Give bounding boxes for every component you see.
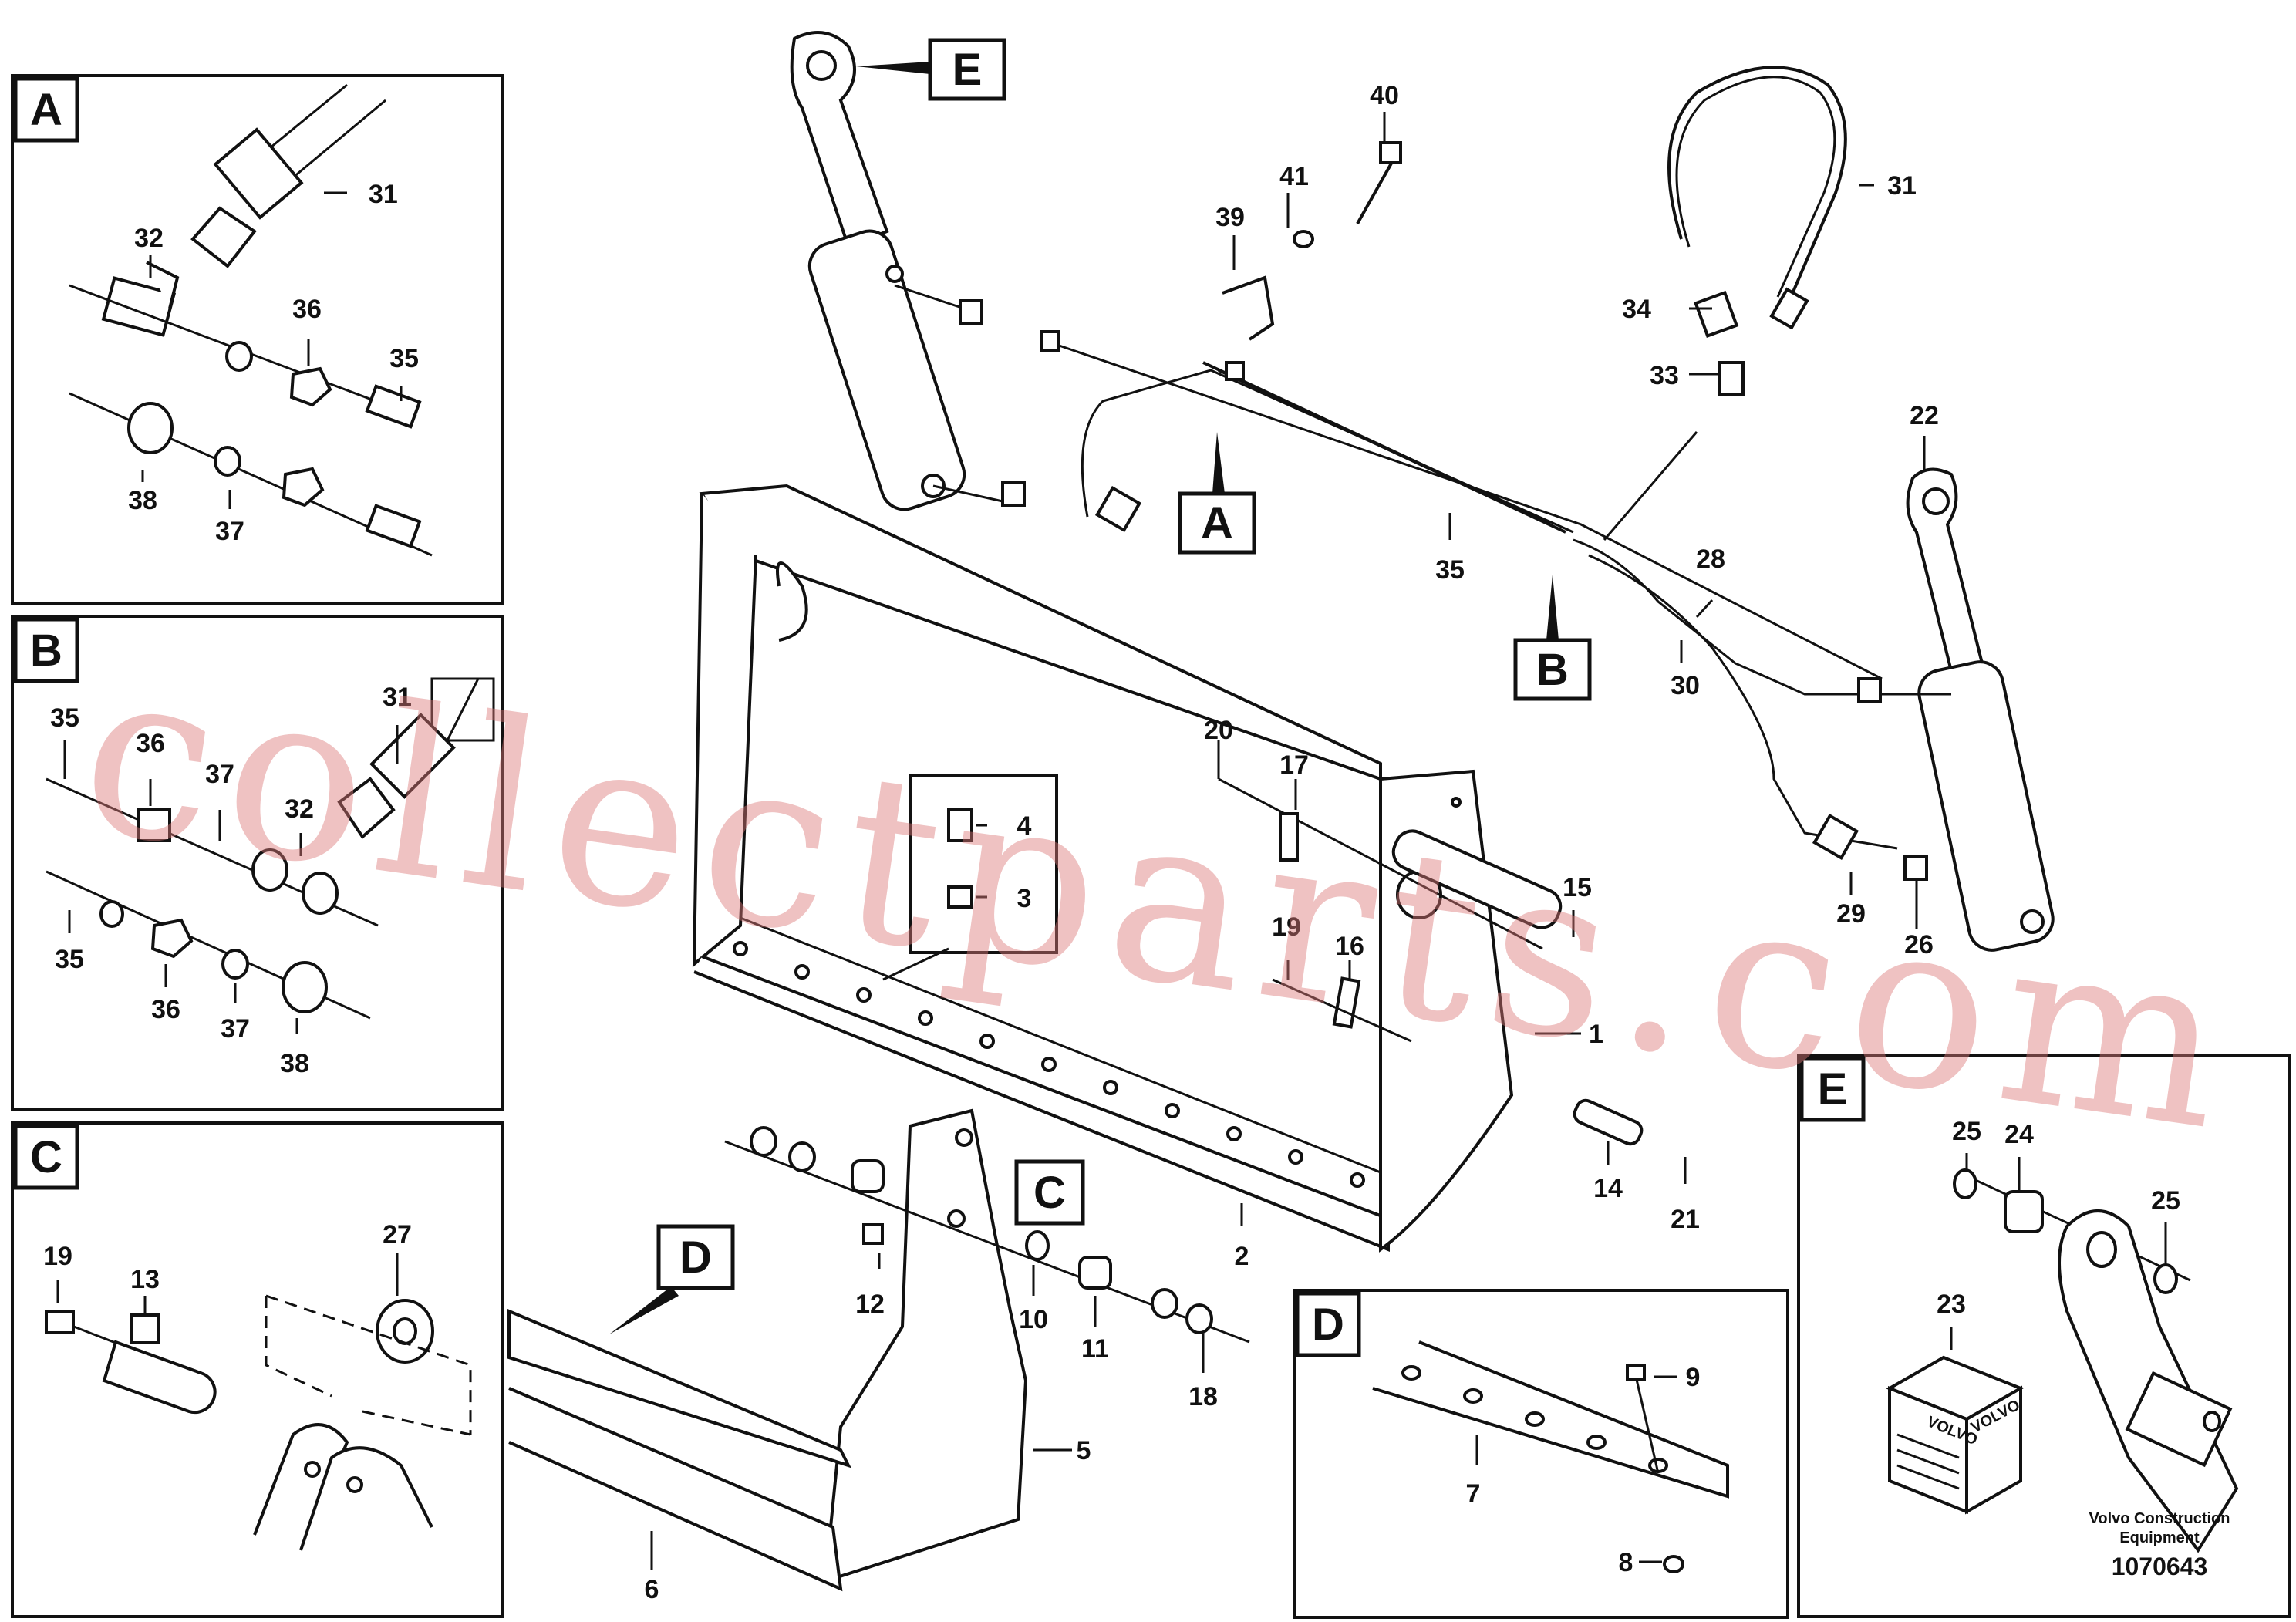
label-31: 31 bbox=[1887, 171, 1917, 201]
label-28: 28 bbox=[1696, 545, 1725, 574]
panel-c-tag: C bbox=[30, 1132, 62, 1182]
label-2: 2 bbox=[1235, 1242, 1249, 1271]
panel-b-label-38: 38 bbox=[280, 1049, 309, 1078]
panel-a-tag-box bbox=[13, 76, 79, 143]
panel-b-label-31: 31 bbox=[383, 683, 412, 712]
panel-d-tag-box bbox=[1295, 1291, 1361, 1357]
label-12: 12 bbox=[855, 1290, 885, 1319]
label-1: 1 bbox=[1589, 1020, 1603, 1049]
panel-b-label-32: 32 bbox=[285, 794, 314, 824]
company-name-line2: Equipment bbox=[2119, 1529, 2200, 1546]
panel-b-label-36-bottom: 36 bbox=[151, 995, 180, 1024]
label-21: 21 bbox=[1671, 1205, 1700, 1234]
detail-panel-d: D 9 7 8 bbox=[1293, 1289, 1789, 1619]
panel-a-label-37: 37 bbox=[215, 517, 244, 546]
cutting-edge-holes bbox=[733, 941, 1365, 1188]
detail-panel-e: E VOLVO VOLVO 25 24 25 23 Volvo Construc… bbox=[1797, 1054, 2291, 1618]
label-11: 11 bbox=[1081, 1334, 1109, 1364]
callout-d: D bbox=[679, 1233, 712, 1283]
panel-a-label-31: 31 bbox=[369, 180, 398, 209]
volvo-kit-box-icon bbox=[1886, 1355, 2025, 1515]
label-41: 41 bbox=[1279, 162, 1309, 191]
panel-e-label-24: 24 bbox=[2004, 1120, 2034, 1149]
detail-panel-b: B 35 36 37 32 31 35 36 37 38 bbox=[11, 615, 504, 1111]
panel-d-tag: D bbox=[1312, 1300, 1344, 1350]
detail-panel-a: A 31 32 36 35 38 37 bbox=[11, 74, 504, 605]
left-lift-cylinder bbox=[790, 31, 966, 511]
label-4: 4 bbox=[1017, 811, 1032, 841]
panel-c-tag-box bbox=[13, 1124, 79, 1190]
panel-d-label-9: 9 bbox=[1686, 1363, 1701, 1392]
label-30: 30 bbox=[1671, 671, 1700, 700]
panel-c-label-13: 13 bbox=[130, 1265, 160, 1294]
panel-b-label-35-bottom: 35 bbox=[55, 945, 84, 974]
panel-d-label-7: 7 bbox=[1466, 1479, 1481, 1509]
callout-e-box bbox=[928, 38, 1006, 101]
bolt-detail-inset bbox=[909, 774, 1058, 954]
label-14: 14 bbox=[1593, 1174, 1623, 1203]
panel-b-tag-box bbox=[13, 617, 79, 683]
panel-b-label-37-top: 37 bbox=[205, 760, 234, 789]
right-lift-cylinder bbox=[1906, 467, 2055, 952]
panel-b-label-35-top: 35 bbox=[50, 703, 79, 733]
bucket-body bbox=[692, 484, 1514, 1253]
detail-panel-c: C 19 13 27 bbox=[11, 1121, 504, 1618]
label-26: 26 bbox=[1904, 930, 1934, 959]
company-name-line1: Volvo Construction bbox=[2089, 1510, 2230, 1527]
label-20: 20 bbox=[1204, 716, 1233, 745]
panel-a-label-38: 38 bbox=[128, 486, 157, 515]
panel-a-label-32: 32 bbox=[134, 224, 164, 253]
panel-e-tag: E bbox=[1818, 1064, 1848, 1114]
callout-c-box bbox=[1014, 1159, 1085, 1226]
panel-b-label-36-top: 36 bbox=[136, 729, 165, 758]
label-39: 39 bbox=[1215, 203, 1245, 232]
document-number: 1070643 bbox=[2112, 1553, 2208, 1580]
panel-e-label-25-left: 25 bbox=[1952, 1117, 1981, 1146]
panel-a-label-35: 35 bbox=[389, 344, 419, 373]
panel-b-label-37-bottom: 37 bbox=[221, 1014, 250, 1044]
panel-c-label-19: 19 bbox=[43, 1242, 72, 1271]
label-22: 22 bbox=[1910, 401, 1939, 430]
label-35: 35 bbox=[1435, 555, 1465, 585]
label-40: 40 bbox=[1370, 81, 1399, 110]
label-34: 34 bbox=[1622, 295, 1651, 324]
label-15: 15 bbox=[1563, 873, 1592, 902]
panel-b-tag: B bbox=[30, 626, 62, 676]
label-18: 18 bbox=[1188, 1382, 1218, 1411]
label-29: 29 bbox=[1836, 899, 1866, 929]
label-3: 3 bbox=[1017, 884, 1032, 913]
side-cutter-assembly bbox=[507, 1108, 1028, 1592]
callout-d-box bbox=[656, 1224, 735, 1290]
panel-e-label-25-right: 25 bbox=[2151, 1186, 2180, 1216]
label-17: 17 bbox=[1279, 750, 1309, 780]
callout-e: E bbox=[952, 45, 983, 95]
label-19: 19 bbox=[1272, 912, 1301, 942]
panel-e-label-23: 23 bbox=[1937, 1290, 1966, 1319]
main-assembly: E A B C D bbox=[507, 31, 2055, 1604]
label-10: 10 bbox=[1019, 1305, 1048, 1334]
callout-a: A bbox=[1201, 498, 1233, 548]
panel-d-label-8: 8 bbox=[1619, 1548, 1633, 1577]
panel-c-label-27: 27 bbox=[383, 1220, 412, 1249]
callout-c: C bbox=[1033, 1168, 1066, 1218]
callout-b: B bbox=[1536, 645, 1569, 695]
label-5: 5 bbox=[1077, 1436, 1091, 1465]
label-6: 6 bbox=[645, 1575, 659, 1604]
label-16: 16 bbox=[1335, 932, 1364, 961]
panel-e-tag-box bbox=[1799, 1056, 1866, 1122]
panel-a-label-36: 36 bbox=[292, 295, 322, 324]
label-33: 33 bbox=[1650, 361, 1679, 390]
panel-a-tag: A bbox=[30, 85, 62, 135]
